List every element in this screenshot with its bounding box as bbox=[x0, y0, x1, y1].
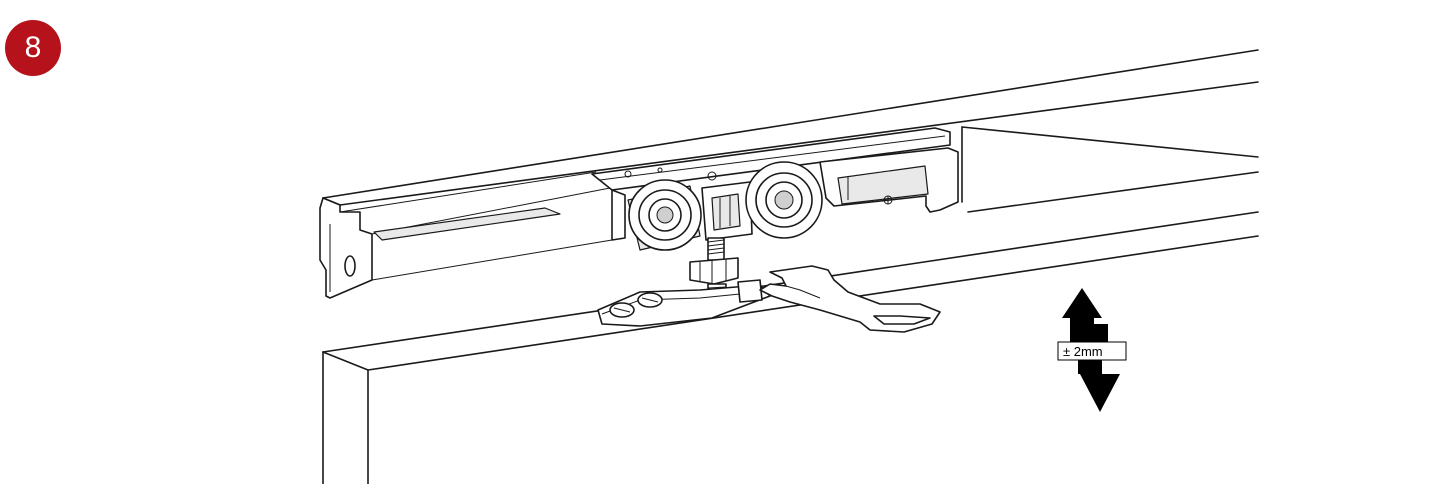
carriage-housing bbox=[591, 127, 959, 241]
adjustment-bolt bbox=[689, 237, 739, 297]
wrench-icon bbox=[759, 265, 941, 333]
step-number: 8 bbox=[24, 31, 42, 64]
carriage-center-block bbox=[701, 181, 753, 241]
step-number-badge: 8 bbox=[5, 20, 61, 76]
adjustment-label-box bbox=[1057, 341, 1127, 361]
roller-wheel-icon bbox=[627, 179, 702, 251]
adjustment-label: ± 2mm bbox=[1063, 344, 1103, 359]
adjustment-arrows-icon: ± 2mm bbox=[1057, 288, 1127, 412]
roller-wheel-icon bbox=[745, 161, 823, 239]
door-mounting-bracket bbox=[597, 279, 771, 327]
track-rail bbox=[319, 49, 1259, 299]
